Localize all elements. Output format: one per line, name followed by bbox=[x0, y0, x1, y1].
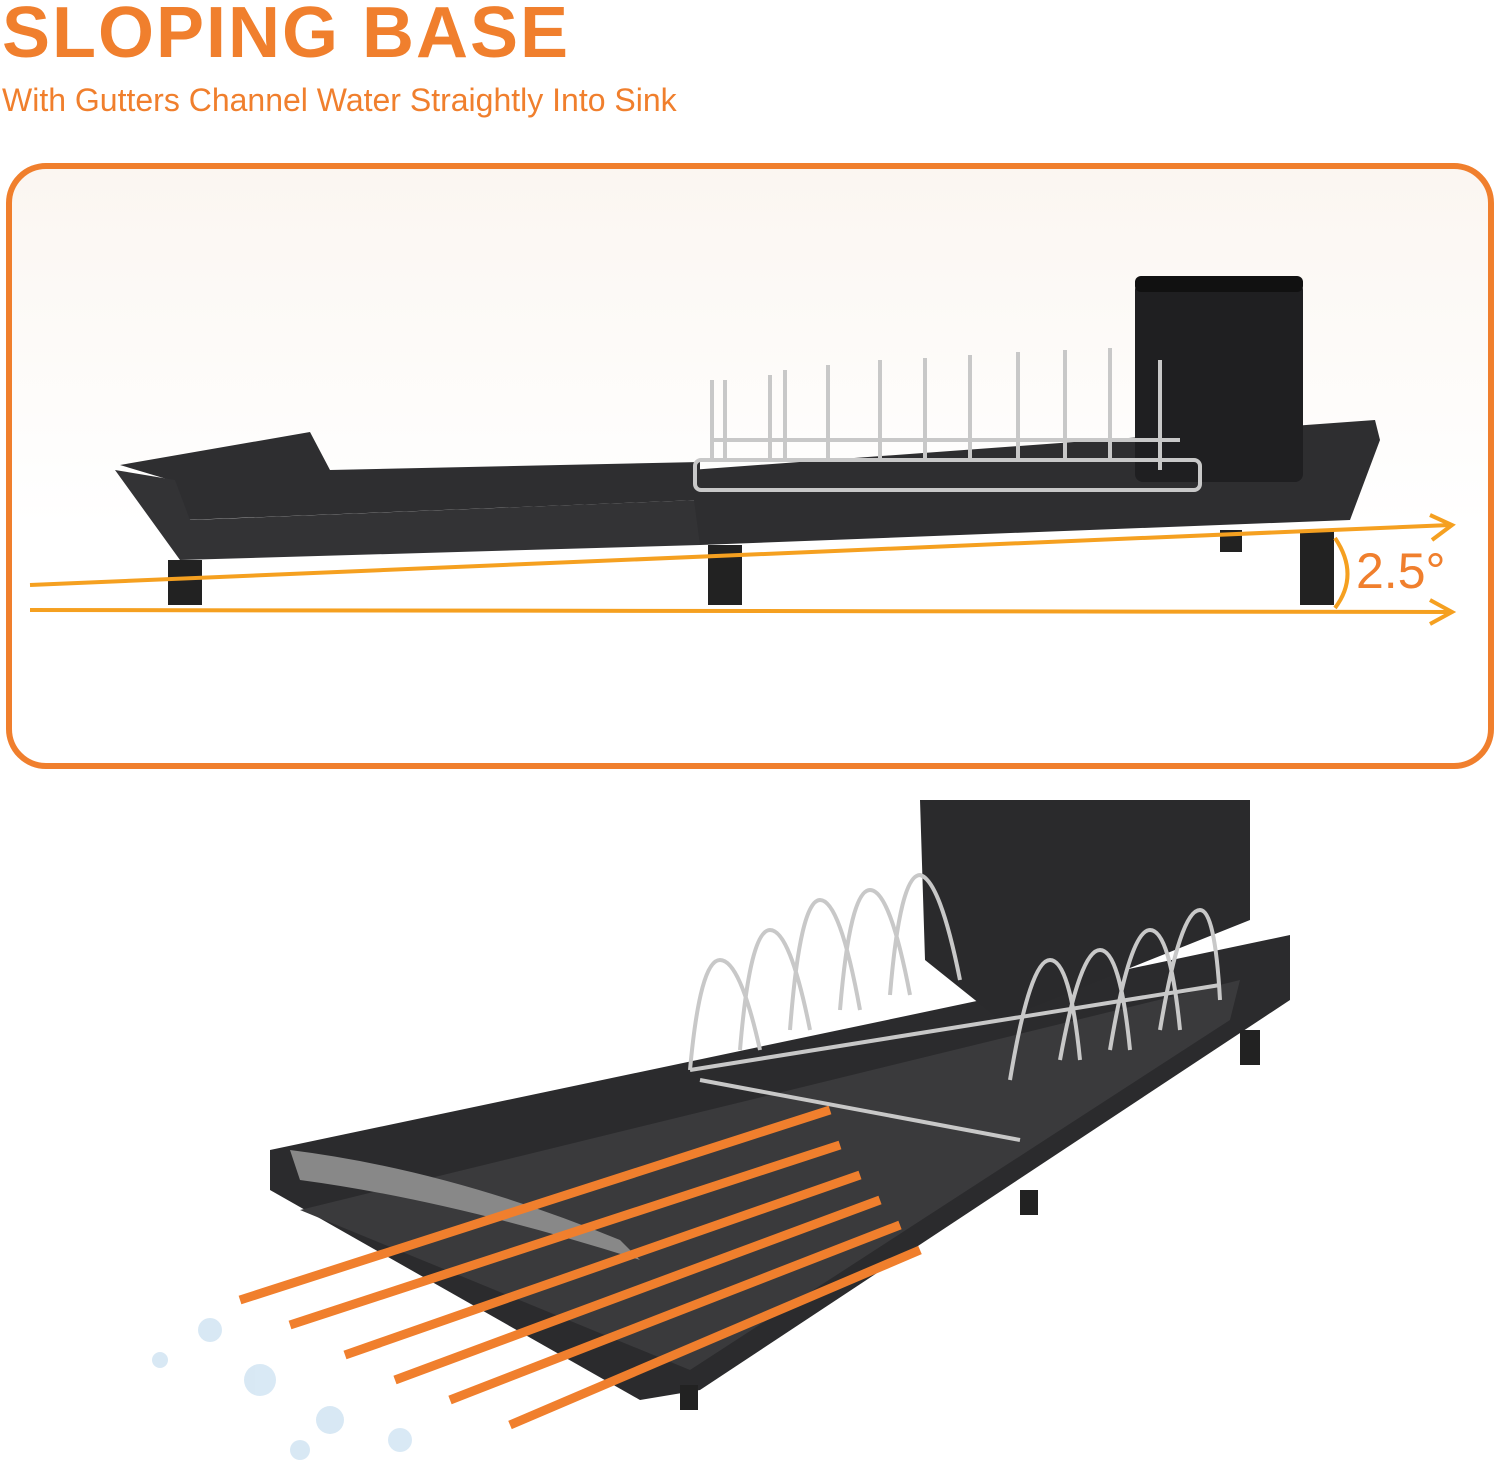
perspective-view-rack bbox=[270, 800, 1290, 1410]
side-view-rack bbox=[115, 276, 1380, 605]
page-subtitle: With Gutters Channel Water Straightly In… bbox=[2, 82, 677, 118]
slope-arrows bbox=[29, 513, 1457, 626]
water-flow-arrows bbox=[238, 1105, 922, 1430]
page-title: SLOPING BASE bbox=[2, 0, 571, 73]
water-splash bbox=[152, 1318, 412, 1460]
slope-angle-label: 2.5° bbox=[1356, 543, 1446, 599]
